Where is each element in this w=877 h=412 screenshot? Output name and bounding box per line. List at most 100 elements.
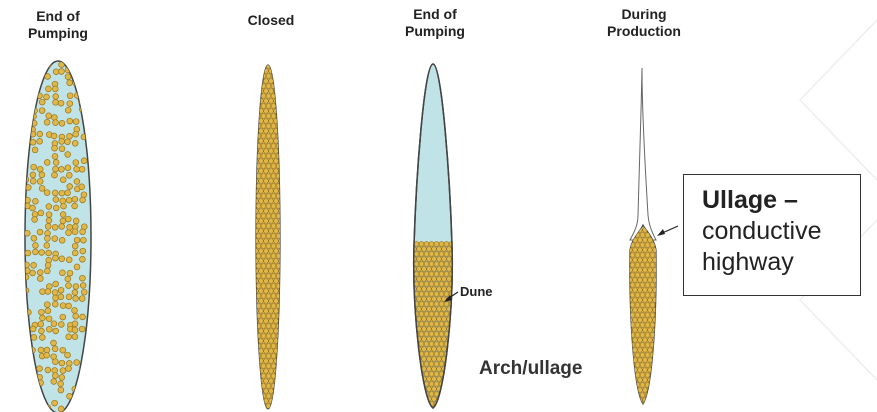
proppant-grain bbox=[37, 270, 43, 276]
proppant-grain bbox=[46, 218, 52, 224]
proppant-grain bbox=[59, 146, 65, 152]
proppant-grain bbox=[58, 287, 64, 293]
proppant-grain bbox=[261, 334, 266, 339]
proppant-grain bbox=[419, 302, 424, 307]
proppant-grain bbox=[424, 242, 429, 247]
proppant-grain bbox=[653, 378, 658, 383]
proppant-grain bbox=[444, 252, 449, 257]
proppant-grain bbox=[655, 253, 660, 258]
proppant-grain bbox=[73, 296, 79, 302]
proppant-grain bbox=[442, 397, 447, 402]
proppant-grain bbox=[58, 322, 64, 328]
proppant-grain bbox=[53, 69, 59, 75]
proppant-grain bbox=[66, 361, 72, 367]
proppant-grain bbox=[261, 164, 266, 169]
proppant-grain bbox=[640, 303, 645, 308]
proppant-grain bbox=[628, 348, 633, 353]
proppant-grain bbox=[271, 194, 276, 199]
proppant-grain bbox=[81, 82, 87, 88]
proppant-grain bbox=[449, 392, 454, 397]
proppant-grain bbox=[40, 289, 46, 295]
proppant-grain bbox=[60, 303, 66, 309]
proppant-grain bbox=[259, 159, 264, 164]
proppant-grain bbox=[422, 257, 427, 262]
proppant-grain bbox=[444, 272, 449, 277]
proppant-grain bbox=[650, 363, 655, 368]
proppant-grain bbox=[638, 348, 643, 353]
proppant-grain bbox=[437, 327, 442, 332]
proppant-grain bbox=[72, 327, 78, 333]
proppant-grain bbox=[39, 186, 45, 192]
proppant-grain bbox=[271, 224, 276, 229]
proppant-grain bbox=[259, 239, 264, 244]
proppant-grain bbox=[274, 139, 279, 144]
proppant-grain bbox=[269, 279, 274, 284]
proppant-grain bbox=[53, 295, 59, 301]
proppant-grain bbox=[261, 304, 266, 309]
proppant-grain bbox=[442, 337, 447, 342]
proppant-grain bbox=[279, 229, 284, 234]
proppant-grain bbox=[39, 108, 45, 114]
proppant-grain bbox=[259, 189, 264, 194]
proppant-grain bbox=[419, 252, 424, 257]
proppant-grain bbox=[74, 61, 80, 67]
proppant-grain bbox=[25, 119, 31, 125]
proppant-grain bbox=[439, 262, 444, 267]
proppant-grain bbox=[52, 86, 58, 92]
proppant-grain bbox=[643, 328, 648, 333]
proppant-grain bbox=[266, 204, 271, 209]
proppant-grain bbox=[643, 338, 648, 343]
proppant-grain bbox=[422, 297, 427, 302]
proppant-grain bbox=[274, 319, 279, 324]
proppant-grain bbox=[437, 357, 442, 362]
proppant-grain bbox=[66, 257, 72, 263]
proppant-grain bbox=[264, 269, 269, 274]
proppant-grain bbox=[80, 314, 86, 320]
proppant-grain bbox=[264, 299, 269, 304]
proppant-grain bbox=[269, 349, 274, 354]
proppant-grain bbox=[640, 233, 645, 238]
proppant-grain bbox=[635, 263, 640, 268]
proppant-grain bbox=[256, 354, 261, 359]
proppant-grain bbox=[427, 367, 432, 372]
proppant-grain bbox=[269, 259, 274, 264]
proppant-grain bbox=[266, 214, 271, 219]
proppant-grain bbox=[414, 382, 419, 387]
proppant-grain bbox=[274, 219, 279, 224]
proppant-grain bbox=[432, 377, 437, 382]
proppant-grain bbox=[261, 344, 266, 349]
proppant-grain bbox=[444, 302, 449, 307]
proppant-grain bbox=[434, 342, 439, 347]
proppant-grain bbox=[628, 318, 633, 323]
proppant-grain bbox=[630, 273, 635, 278]
proppant-grain bbox=[256, 324, 261, 329]
proppant-grain bbox=[279, 249, 284, 254]
proppant-grain bbox=[53, 281, 59, 287]
proppant-grain bbox=[31, 386, 37, 392]
proppant-grain bbox=[429, 262, 434, 267]
proppant-grain bbox=[261, 104, 266, 109]
proppant-grain bbox=[432, 297, 437, 302]
proppant-grain bbox=[264, 379, 269, 384]
proppant-grain bbox=[271, 234, 276, 239]
proppant-grain bbox=[628, 358, 633, 363]
proppant-grain bbox=[259, 289, 264, 294]
proppant-grain bbox=[264, 339, 269, 344]
proppant-grain bbox=[60, 347, 66, 353]
proppant-grain bbox=[424, 402, 429, 407]
proppant-grain bbox=[279, 119, 284, 124]
proppant-grain bbox=[427, 407, 432, 412]
proppant-grain bbox=[23, 274, 29, 280]
proppant-grain bbox=[39, 99, 45, 105]
proppant-grain bbox=[59, 360, 65, 366]
proppant-grain bbox=[655, 393, 660, 398]
proppant-grain bbox=[417, 307, 422, 312]
proppant-grain bbox=[638, 278, 643, 283]
proppant-grain bbox=[276, 154, 281, 159]
proppant-grain bbox=[429, 322, 434, 327]
proppant-grain bbox=[37, 179, 43, 185]
proppant-grain bbox=[266, 144, 271, 149]
proppant-grain bbox=[61, 203, 67, 209]
proppant-grain bbox=[254, 349, 259, 354]
proppant-grain bbox=[259, 119, 264, 124]
